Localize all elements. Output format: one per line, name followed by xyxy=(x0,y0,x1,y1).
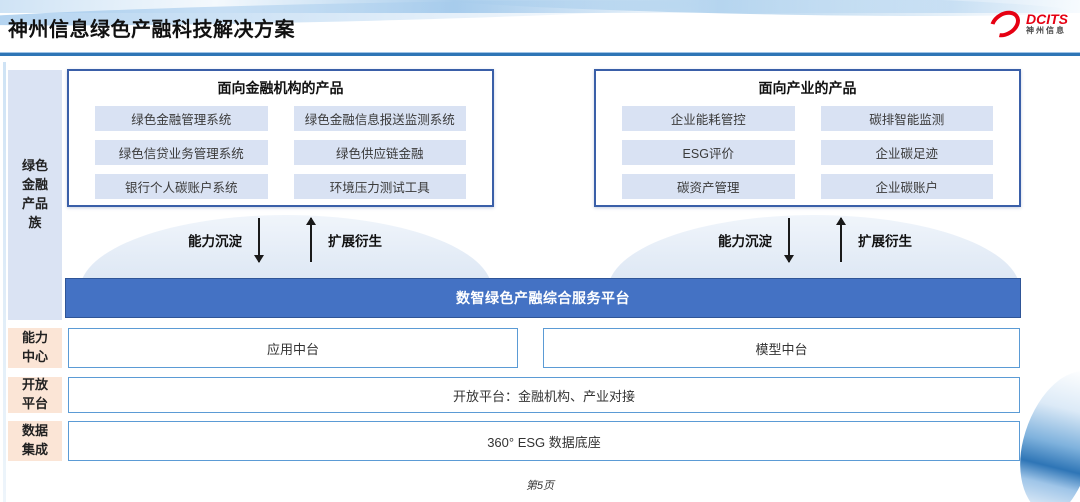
dome-decoration xyxy=(608,208,1020,278)
open-platform-row: 开放平台：金融机构、产业对接 xyxy=(68,377,1020,413)
sidebar-label-capability-center: 能力 中心 xyxy=(8,328,62,368)
product-item: 银行个人碳账户系统 xyxy=(95,174,268,199)
dome-decoration xyxy=(80,208,492,278)
product-item: 碳资产管理 xyxy=(622,174,795,199)
product-item: 环境压力测试工具 xyxy=(293,174,466,199)
product-item: 绿色金融管理系统 xyxy=(95,106,268,131)
left-edge-decoration xyxy=(3,62,6,502)
platform-bar: 数智绿色产融综合服务平台 xyxy=(65,278,1021,318)
product-item: 企业碳足迹 xyxy=(820,140,993,165)
product-item: 绿色供应链金融 xyxy=(293,140,466,165)
product-box-title: 面向产业的产品 xyxy=(758,80,857,96)
capability-flow: 能力沉淀 扩展衍生 xyxy=(645,211,985,269)
product-item: 绿色信贷业务管理系统 xyxy=(95,140,268,165)
product-item: 企业能耗管控 xyxy=(622,106,795,131)
product-item: 碳排智能监测 xyxy=(820,106,993,131)
capability-center-model: 模型中台 xyxy=(543,328,1020,368)
page-number: 第5页 xyxy=(525,480,555,492)
product-item: 企业碳账户 xyxy=(820,174,993,199)
header-divider xyxy=(0,52,1080,56)
product-grid: 企业能耗管控 碳排智能监测 ESG评价 企业碳足迹 碳资产管理 企业碳账户 xyxy=(622,106,993,199)
data-base-row: 360° ESG 数据底座 xyxy=(68,421,1020,461)
arrow-down-icon xyxy=(254,218,264,263)
product-box-financial: 面向金融机构的产品 绿色金融管理系统 绿色金融信息报送监测系统 绿色信贷业务管理… xyxy=(67,69,494,207)
capability-flow: 能力沉淀 扩展衍生 xyxy=(115,211,455,269)
page-title: 神州信息绿色产融科技解决方案 xyxy=(8,19,295,41)
arrow-up-icon xyxy=(836,217,846,262)
logo-brand-text: DCITS xyxy=(1026,11,1068,28)
product-item: 绿色金融信息报送监测系统 xyxy=(293,106,466,131)
product-box-industry: 面向产业的产品 企业能耗管控 碳排智能监测 ESG评价 企业碳足迹 碳资产管理 … xyxy=(594,69,1021,207)
arrow-down-icon xyxy=(784,218,794,263)
flow-up-label: 扩展衍生 xyxy=(328,234,382,249)
capability-center-app: 应用中台 xyxy=(68,328,518,368)
flow-down-label: 能力沉淀 xyxy=(718,234,772,249)
logo-text: DCITS 神州信息 xyxy=(1026,12,1068,35)
product-item: ESG评价 xyxy=(622,140,795,165)
logo-subbrand-text: 神州信息 xyxy=(1026,26,1066,36)
arrow-up-icon xyxy=(306,217,316,262)
sidebar-label-open-platform: 开放 平台 xyxy=(8,377,62,413)
sidebar-label-product-family: 绿色 金融 产品 族 xyxy=(8,70,62,320)
flow-down-label: 能力沉淀 xyxy=(188,234,242,249)
sidebar-label-data-integration: 数据 集成 xyxy=(8,421,62,461)
product-box-title: 面向金融机构的产品 xyxy=(217,80,344,96)
flow-up-label: 扩展衍生 xyxy=(858,234,912,249)
dcits-logo: DCITS 神州信息 xyxy=(985,5,1068,43)
product-grid: 绿色金融管理系统 绿色金融信息报送监测系统 绿色信贷业务管理系统 绿色供应链金融… xyxy=(95,106,466,199)
